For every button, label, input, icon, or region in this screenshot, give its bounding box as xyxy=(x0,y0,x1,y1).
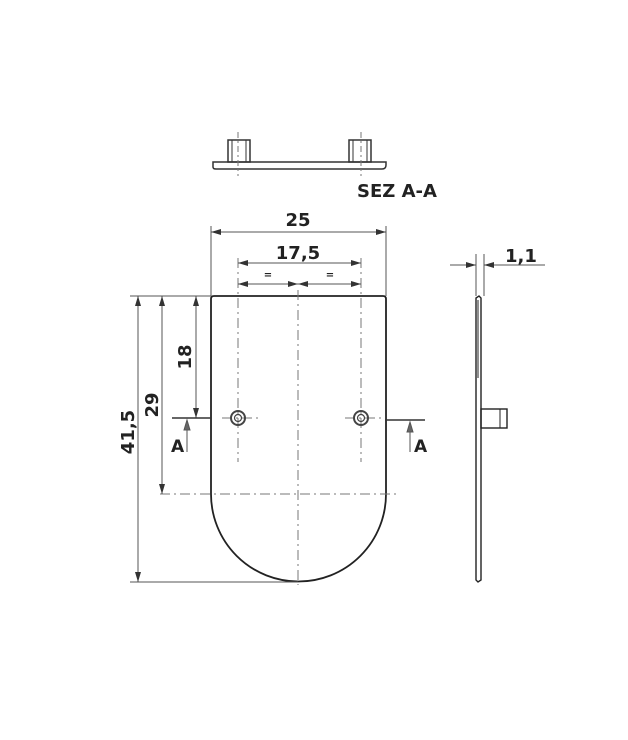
dim-hole-height: 18 xyxy=(175,344,196,369)
section-arrows xyxy=(183,418,414,452)
section-label: SEZ A-A xyxy=(357,181,437,202)
dimension-lines xyxy=(130,226,425,583)
dim-equal-right: = xyxy=(326,270,334,281)
dim-arc-center-height: 29 xyxy=(142,392,163,417)
dim-overall-width: 25 xyxy=(285,210,310,231)
mounting-holes xyxy=(230,410,369,426)
dim-equal-left: = xyxy=(264,270,272,281)
section-view xyxy=(212,132,387,176)
dim-overall-height: 41,5 xyxy=(118,410,139,454)
plate-outline xyxy=(210,295,387,583)
dim-hole-spacing: 17,5 xyxy=(276,243,320,264)
section-marker-right: A xyxy=(414,437,428,457)
section-marker-left: A xyxy=(171,437,185,457)
side-view xyxy=(475,295,508,583)
thickness-dimension xyxy=(450,254,545,296)
dim-thickness: 1,1 xyxy=(505,246,537,267)
